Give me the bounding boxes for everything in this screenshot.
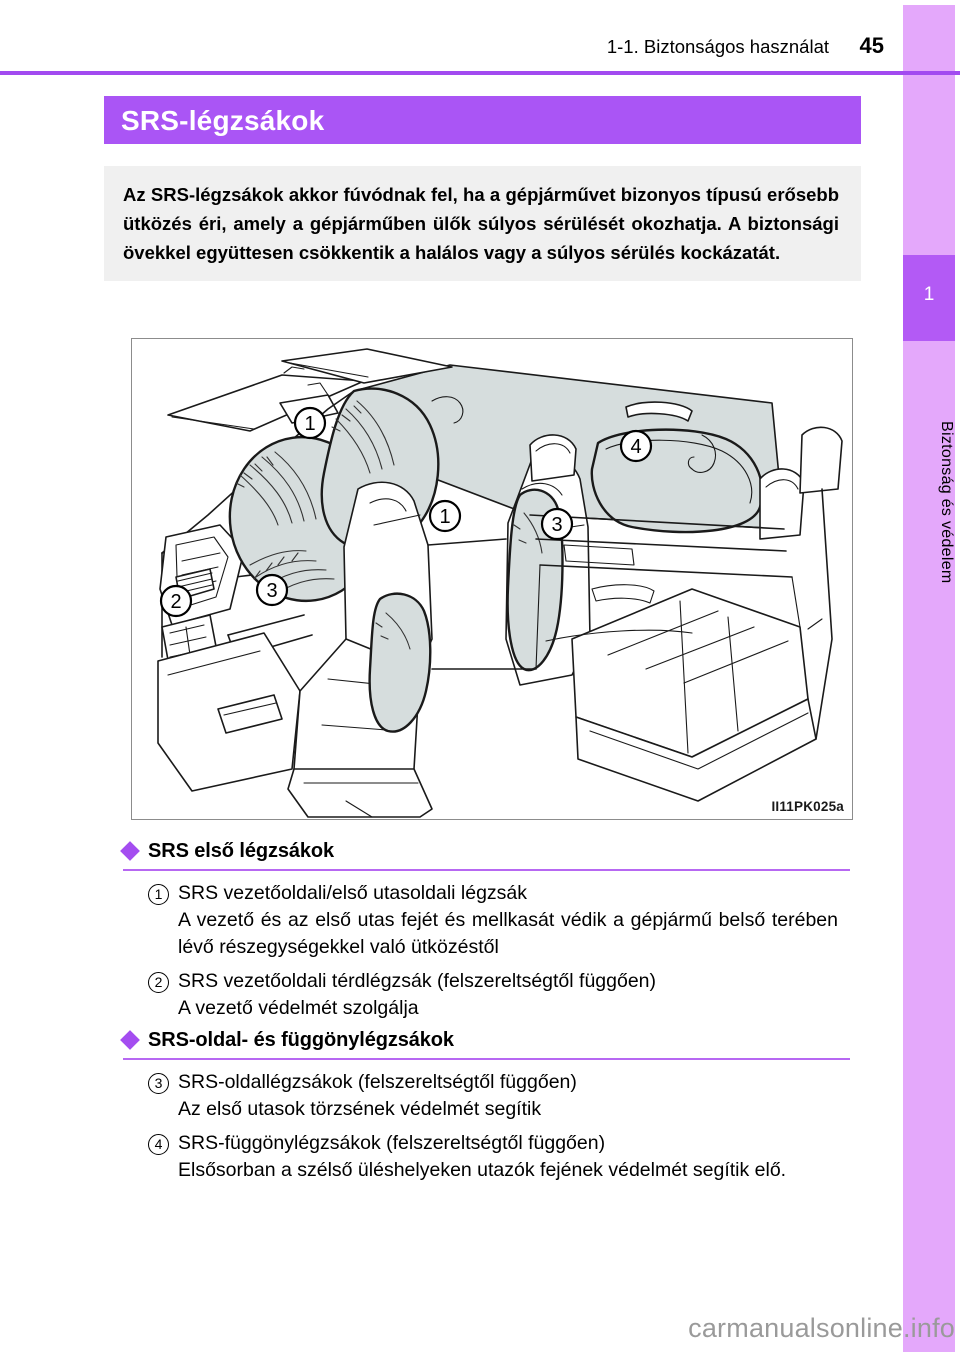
intro-text: Az SRS-légzsákok akkor fúvódnak fel, ha … [123,184,839,263]
item-title: SRS-függönylégzsákok (felszereltségtől f… [178,1132,606,1154]
section-title-text: SRS-légzsákok [121,105,325,136]
page-header: 1-1. Biztonságos használat 45 [0,33,903,66]
section-heading: SRS-oldal- és függönylégzsákok [148,1029,454,1051]
item-description: A vezető és az első utas fejét és mellka… [178,909,838,958]
item-title: SRS-oldallégzsákok (felszereltségtől füg… [178,1071,577,1093]
header-section-title: 1-1. Biztonságos használat [606,36,829,57]
callout-number: 4 [148,1134,169,1155]
airbag-description-list: SRS első légzsákok 1 SRS vezetőoldali/el… [104,840,861,1191]
list-item: 3 SRS-oldallégzsákok (felszereltségtől f… [148,1069,861,1123]
chapter-side-band [903,5,955,1352]
item-title: SRS vezetőoldali térdlégzsák (felszerelt… [178,970,657,992]
figure-code: II11PK025a [771,799,844,814]
list-item: 2 SRS vezetőoldali térdlégzsák (felszere… [148,968,861,1022]
airbag-location-illustration: .ln { fill:none; stroke:#1a1a1a; stroke-… [131,338,853,820]
callout-number: 2 [148,972,169,993]
intro-callout-box: Az SRS-légzsákok akkor fúvódnak fel, ha … [104,166,861,281]
item-description: Az első utasok törzsének védelmét segíti… [178,1098,542,1120]
chapter-tab[interactable]: 1 [903,255,955,341]
section-underline [123,869,850,871]
section-heading-row: SRS-oldal- és függönylégzsákok [104,1029,861,1051]
chapter-vertical-label: Biztonság és védelem [938,420,955,584]
item-title: SRS vezetőoldali/első utasoldali légzsák [178,882,528,904]
section-title-bar: SRS-légzsákok [104,96,861,144]
header-rule [0,71,960,75]
callout-number: 3 [148,1073,169,1094]
list-item: 1 SRS vezetőoldali/első utasoldali légzs… [148,880,861,961]
section-items: 3 SRS-oldallégzsákok (felszereltségtől f… [104,1069,861,1184]
item-description: Elsősorban a szélső üléshelyeken utazók … [178,1159,787,1181]
section-front-airbags: SRS első légzsákok 1 SRS vezetőoldali/el… [104,840,861,1022]
diamond-bullet-icon [120,841,140,861]
section-side-curtain-airbags: SRS-oldal- és függönylégzsákok 3 SRS-old… [104,1029,861,1184]
item-description: A vezető védelmét szolgálja [178,997,419,1019]
site-watermark: carmanualsonline.info [688,1313,955,1343]
section-heading-row: SRS első légzsákok [104,840,861,862]
page-number: 45 [859,33,884,58]
section-items: 1 SRS vezetőoldali/első utasoldali légzs… [104,880,861,1022]
section-heading: SRS első légzsákok [148,840,335,862]
car-interior-drawing: .ln { fill:none; stroke:#1a1a1a; stroke-… [157,348,843,818]
section-underline [123,1058,850,1060]
callout-number: 1 [148,884,169,905]
list-item: 4 SRS-függönylégzsákok (felszereltségtől… [148,1130,861,1184]
diamond-bullet-icon [120,1030,140,1050]
chapter-tab-number: 1 [923,284,935,305]
